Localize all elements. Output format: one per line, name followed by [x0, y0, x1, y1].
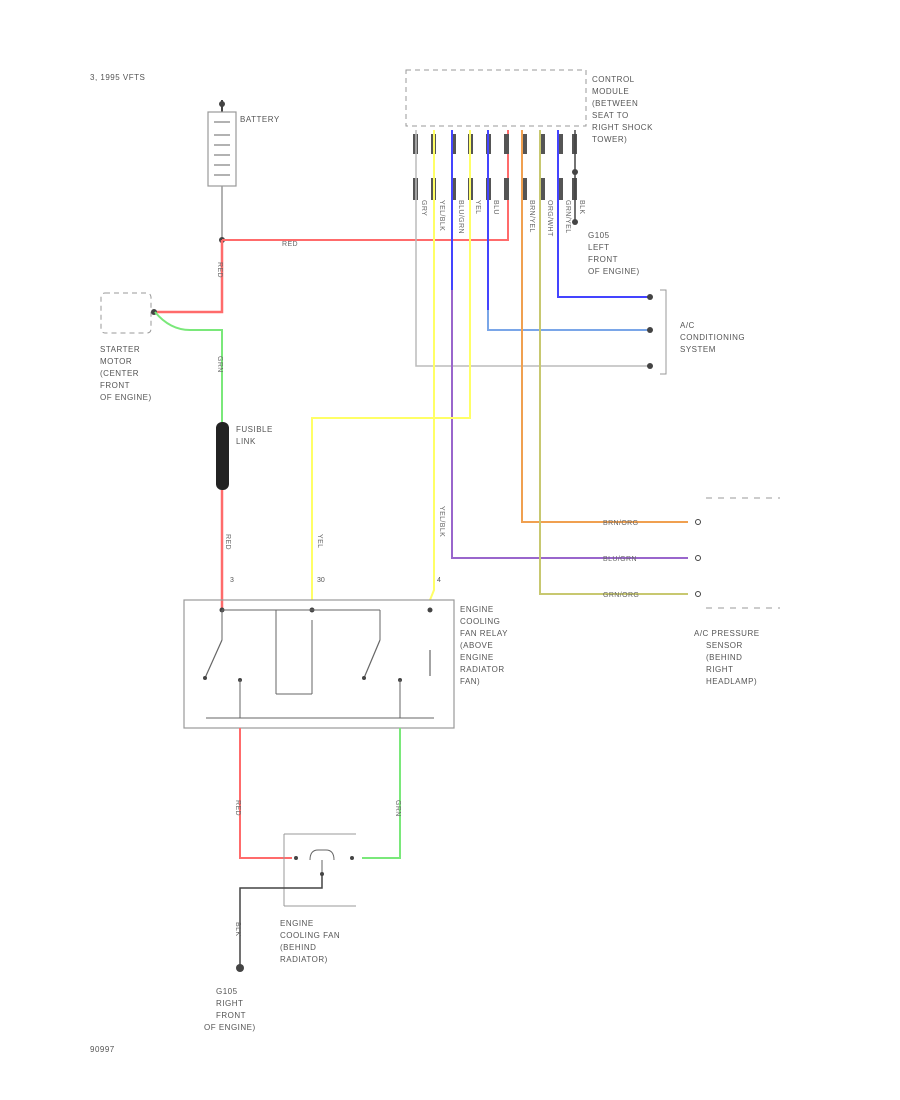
- fan-label-3: (BEHIND: [280, 943, 316, 952]
- relay-pin-2: 30: [317, 577, 325, 584]
- starter-label-2: MOTOR: [100, 357, 132, 366]
- red-relay-wire-label: RED: [224, 534, 231, 550]
- sensor-label-2: SENSOR: [706, 641, 743, 650]
- battery-label: BATTERY: [240, 115, 280, 124]
- control-module: CONTROL MODULE (BETWEEN SEAT TO RIGHT SH…: [405, 69, 653, 144]
- blu-grn-wire-label: BLU/GRN: [603, 556, 637, 563]
- svg-text:FRONT: FRONT: [588, 255, 618, 264]
- green-wire-relay-to-fan: [362, 728, 401, 859]
- brn-org-wire-label: BRN/ORG: [603, 520, 638, 527]
- ground-top-label: G105 LEFT FRONT OF ENGINE): [588, 231, 640, 276]
- olive-wire-module-to-sensor: [539, 130, 688, 595]
- svg-text:G105: G105: [216, 987, 238, 996]
- module-ground-dot-2: [572, 219, 578, 225]
- fan-ground-dot: [236, 964, 244, 972]
- module-pin-label-7: GRN/YEL: [564, 200, 571, 234]
- yellow-wire-module-to-relay: [311, 130, 471, 600]
- ac-label-1: A/C: [680, 321, 695, 330]
- module-label-4: SEAT TO: [592, 111, 629, 120]
- module-label-2: MODULE: [592, 87, 629, 96]
- module-label-6: TOWER): [592, 135, 627, 144]
- engine-cooling-fan: ENGINE COOLING FAN (BEHIND RADIATOR): [280, 833, 356, 964]
- red-wire-battery-to-module: [222, 130, 509, 241]
- svg-text:OF ENGINE): OF ENGINE): [204, 1023, 256, 1032]
- svg-text:G105: G105: [588, 231, 610, 240]
- yel-relay-wire-label: YEL: [316, 534, 323, 548]
- fusible-label-1: FUSIBLE: [236, 425, 273, 434]
- relay-label-3: FAN RELAY: [460, 629, 508, 638]
- green-wire-starter-to-fusible: [154, 311, 223, 422]
- black-ground-wire-fan: [239, 874, 323, 968]
- svg-text:OF ENGINE): OF ENGINE): [588, 267, 640, 276]
- yel-blk-wire-label: YEL/BLK: [438, 506, 445, 537]
- fusible-link: FUSIBLE LINK: [216, 422, 273, 490]
- ac-pressure-sensor: A/C PRESSURE SENSOR (BEHIND RIGHT HEADLA…: [694, 497, 780, 686]
- ground-bottom-label: G105 RIGHT FRONT OF ENGINE): [204, 987, 256, 1032]
- gray-wire-module-to-ac: [415, 130, 650, 367]
- relay-label-5: ENGINE: [460, 653, 494, 662]
- diagram-subtitle: 3, 1995 VFTS: [90, 73, 145, 82]
- module-pin-label-6: ORG/WHT: [546, 200, 553, 237]
- relay-label-7: FAN): [460, 677, 480, 686]
- ac-label-3: SYSTEM: [680, 345, 716, 354]
- module-pin-label-5: BRN/YEL: [528, 200, 535, 233]
- blk-bottom-wire-label: BLK: [234, 922, 241, 936]
- engine-cooling-fan-relay: ENGINE COOLING FAN RELAY (ABOVE ENGINE R…: [183, 599, 508, 729]
- sensor-label-5: HEADLAMP): [706, 677, 757, 686]
- yellow-black-wire-module-to-relay: [429, 130, 435, 601]
- red-wire-battery-to-starter: [155, 240, 224, 314]
- red-wire-label-main: RED: [282, 241, 298, 248]
- module-ground-dot-1: [572, 169, 578, 175]
- relay-label-4: (ABOVE: [460, 641, 493, 650]
- relay-label-1: ENGINE: [460, 605, 494, 614]
- relay-label-2: COOLING: [460, 617, 500, 626]
- relay-label-6: RADIATOR: [460, 665, 505, 674]
- red-bottom-wire-label: RED: [234, 800, 241, 816]
- starter-label-1: STARTER: [100, 345, 140, 354]
- svg-text:RIGHT: RIGHT: [216, 999, 243, 1008]
- fan-label-1: ENGINE: [280, 919, 314, 928]
- sensor-label-1: A/C PRESSURE: [694, 629, 760, 638]
- module-pin-label-1: YEL/BLK: [438, 200, 445, 231]
- starter-label-4: FRONT: [100, 381, 130, 390]
- module-pin-label-0: GRY: [420, 200, 427, 216]
- module-label-5: RIGHT SHOCK: [592, 123, 653, 132]
- svg-text:LEFT: LEFT: [588, 243, 610, 252]
- module-label-3: (BETWEEN: [592, 99, 638, 108]
- fan-label-2: COOLING FAN: [280, 931, 340, 940]
- battery: BATTERY: [207, 100, 280, 240]
- relay-pin-3: 4: [437, 577, 441, 584]
- module-connector-pins: [413, 134, 577, 200]
- fusible-label-2: LINK: [236, 437, 256, 446]
- sensor-label-4: RIGHT: [706, 665, 733, 674]
- fan-label-4: RADIATOR): [280, 955, 328, 964]
- ac-system-connector: A/C CONDITIONING SYSTEM: [647, 289, 745, 375]
- diagram-code: 90997: [90, 1045, 115, 1054]
- relay-pin-1: 3: [230, 577, 234, 584]
- starter-motor: STARTER MOTOR (CENTER FRONT OF ENGINE): [100, 292, 157, 402]
- module-pin-label-8: BLK: [578, 200, 585, 214]
- module-pin-label-4: BLU: [492, 200, 499, 215]
- orange-wire-module-to-sensor: [521, 130, 688, 523]
- starter-label-5: OF ENGINE): [100, 393, 152, 402]
- ac-label-2: CONDITIONING: [680, 333, 745, 342]
- red-wire-relay-to-fan: [239, 728, 292, 859]
- dark-blue-wire-module-to-ac: [557, 130, 650, 298]
- grn-bottom-wire-label: GRN: [394, 800, 401, 817]
- grn-org-wire-label: GRN/ORG: [603, 592, 639, 599]
- module-label-1: CONTROL: [592, 75, 635, 84]
- svg-text:FRONT: FRONT: [216, 1011, 246, 1020]
- module-pin-label-3: YEL: [474, 200, 481, 214]
- starter-label-3: (CENTER: [100, 369, 139, 378]
- module-pin-label-2: BLU/GRN: [457, 200, 464, 234]
- green-wire-label: GRN: [216, 356, 223, 373]
- red-wire-label-vertical: RED: [216, 262, 223, 278]
- sensor-label-3: (BEHIND: [706, 653, 742, 662]
